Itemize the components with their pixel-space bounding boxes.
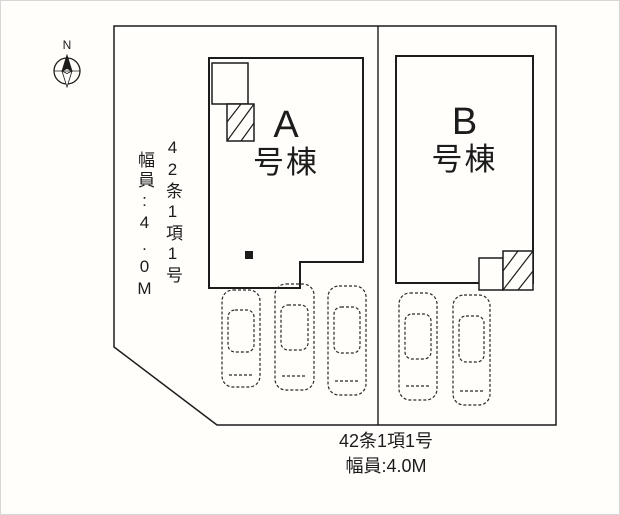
road-label-bottom-line1: 42条1項1号 [338, 431, 434, 451]
compass-icon [53, 53, 81, 89]
road-label-side-line1: 42条1項1号 [163, 138, 182, 286]
car-outline-a2 [274, 283, 315, 391]
building-a-suffix: 号棟 [253, 145, 319, 181]
building-a-porch-rect [211, 62, 249, 105]
plot-outline [113, 25, 557, 426]
building-b-letter: B [451, 101, 478, 143]
road-label-side-line2: 幅員:4.0M [135, 151, 154, 301]
building-a-label: A 号棟 [211, 104, 361, 181]
car-outline-a3 [327, 285, 367, 396]
car-outline-b1 [398, 292, 438, 401]
road-label-bottom-line2: 幅員:4.0M [345, 456, 427, 477]
building-b-entrance-hatch [502, 250, 534, 291]
car-outline-b2 [452, 294, 491, 406]
car-outline-a1 [221, 289, 261, 388]
building-b-suffix: 号棟 [431, 142, 498, 178]
building-a-point-marker [245, 251, 253, 259]
building-b-label: B 号棟 [397, 101, 532, 178]
building-b-outline [395, 55, 534, 284]
compass-north-label: N [62, 38, 72, 52]
building-a-letter: A [273, 104, 299, 146]
building-a-entrance-hatch [226, 103, 255, 142]
building-b-porch-rect [478, 257, 504, 291]
road-label-bottom: 42条1項1号 幅員:4.0M [291, 429, 481, 479]
